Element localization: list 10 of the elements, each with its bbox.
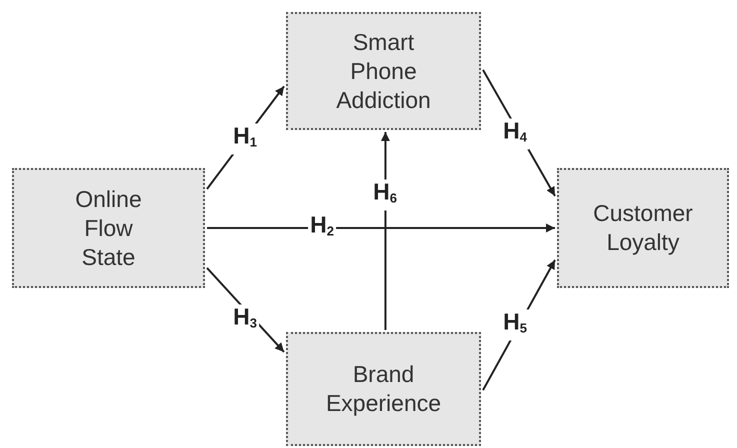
dotted-box (557, 168, 729, 288)
node-text: Customer Loyalty (592, 199, 694, 257)
node-text: Online Flow State (74, 184, 143, 272)
arrow (207, 224, 555, 232)
dotted-box (286, 332, 481, 446)
dotted-box (12, 168, 205, 288)
dotted-box (286, 12, 481, 130)
node-text: Brand Experience (324, 360, 442, 418)
edge-label: H$_{1}$ (231, 124, 259, 154)
node-text: Smart Phone Addiction (335, 28, 432, 114)
